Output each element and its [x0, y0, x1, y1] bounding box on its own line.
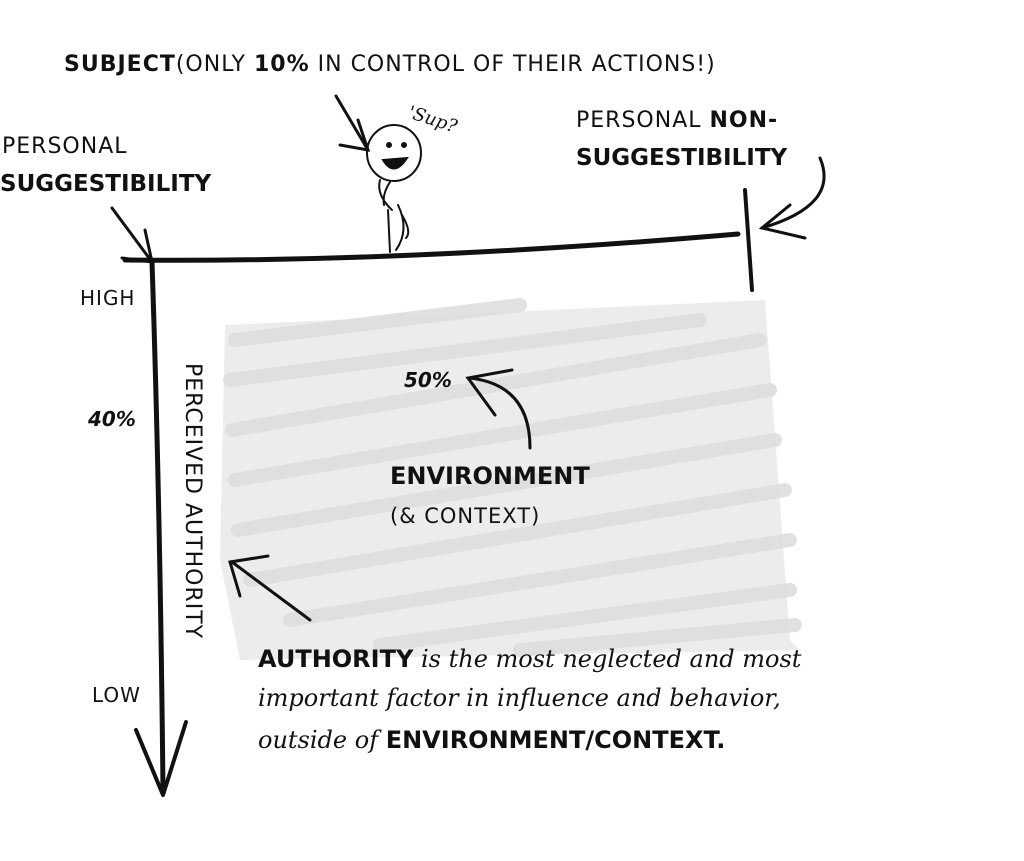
personal-label: PERSONAL: [2, 134, 128, 159]
subject-pct: 10%: [253, 52, 310, 77]
caption-line-2: important factor in influence and behavi…: [258, 684, 781, 712]
subject-note-open: (ONLY: [175, 52, 254, 77]
stick-figure-icon: [366, 124, 422, 253]
non-suggestibility-pointer-arrow: [758, 156, 826, 240]
authority-axis-line: [149, 259, 166, 793]
caption-authority: AUTHORITY: [258, 645, 414, 673]
caption-line-1: AUTHORITY is the most neglected and most: [258, 645, 801, 673]
non-suggestibility-label-line2: SUGGESTIBILITY: [576, 145, 788, 171]
authority-pointer-arrow: [228, 554, 312, 622]
caption-text-3: outside of: [258, 726, 386, 754]
caption-line-3: outside of ENVIRONMENT/CONTEXT.: [258, 726, 725, 754]
environment-shading: [220, 298, 802, 660]
environment-50-pct: 50%: [404, 368, 452, 392]
environment-title: ENVIRONMENT: [390, 462, 590, 490]
suggestibility-label: SUGGESTIBILITY: [0, 171, 212, 197]
non-suggestibility-tick: [743, 188, 754, 292]
personal-plain: PERSONAL: [576, 108, 710, 133]
subject-label: SUBJECT(ONLY 10% IN CONTROL OF THEIR ACT…: [64, 52, 716, 77]
non-bold: NON-: [709, 108, 779, 133]
authority-axis-arrowhead: [134, 720, 188, 797]
authority-axis-title: PERCEIVED AUTHORITY: [180, 363, 205, 639]
axis-high-label: HIGH: [80, 286, 136, 310]
non-suggestibility-label-line1: PERSONAL NON-: [576, 108, 778, 133]
suggestibility-axis-line: [122, 231, 741, 263]
environment-subtitle: (& CONTEXT): [390, 504, 541, 528]
axis-40-pct: 40%: [88, 407, 136, 431]
caption-text-1: is the most neglected and most: [413, 645, 802, 673]
subject-word: SUBJECT: [64, 52, 176, 77]
axis-low-label: LOW: [92, 683, 141, 707]
subject-note-close: IN CONTROL OF THEIR ACTIONS!): [309, 52, 716, 77]
suggestibility-pointer-arrow: [110, 206, 154, 264]
environment-pointer-arrow: [465, 368, 532, 450]
subject-pointer-arrow: [334, 94, 371, 152]
caption-environment-context: ENVIRONMENT/CONTEXT.: [385, 726, 726, 754]
